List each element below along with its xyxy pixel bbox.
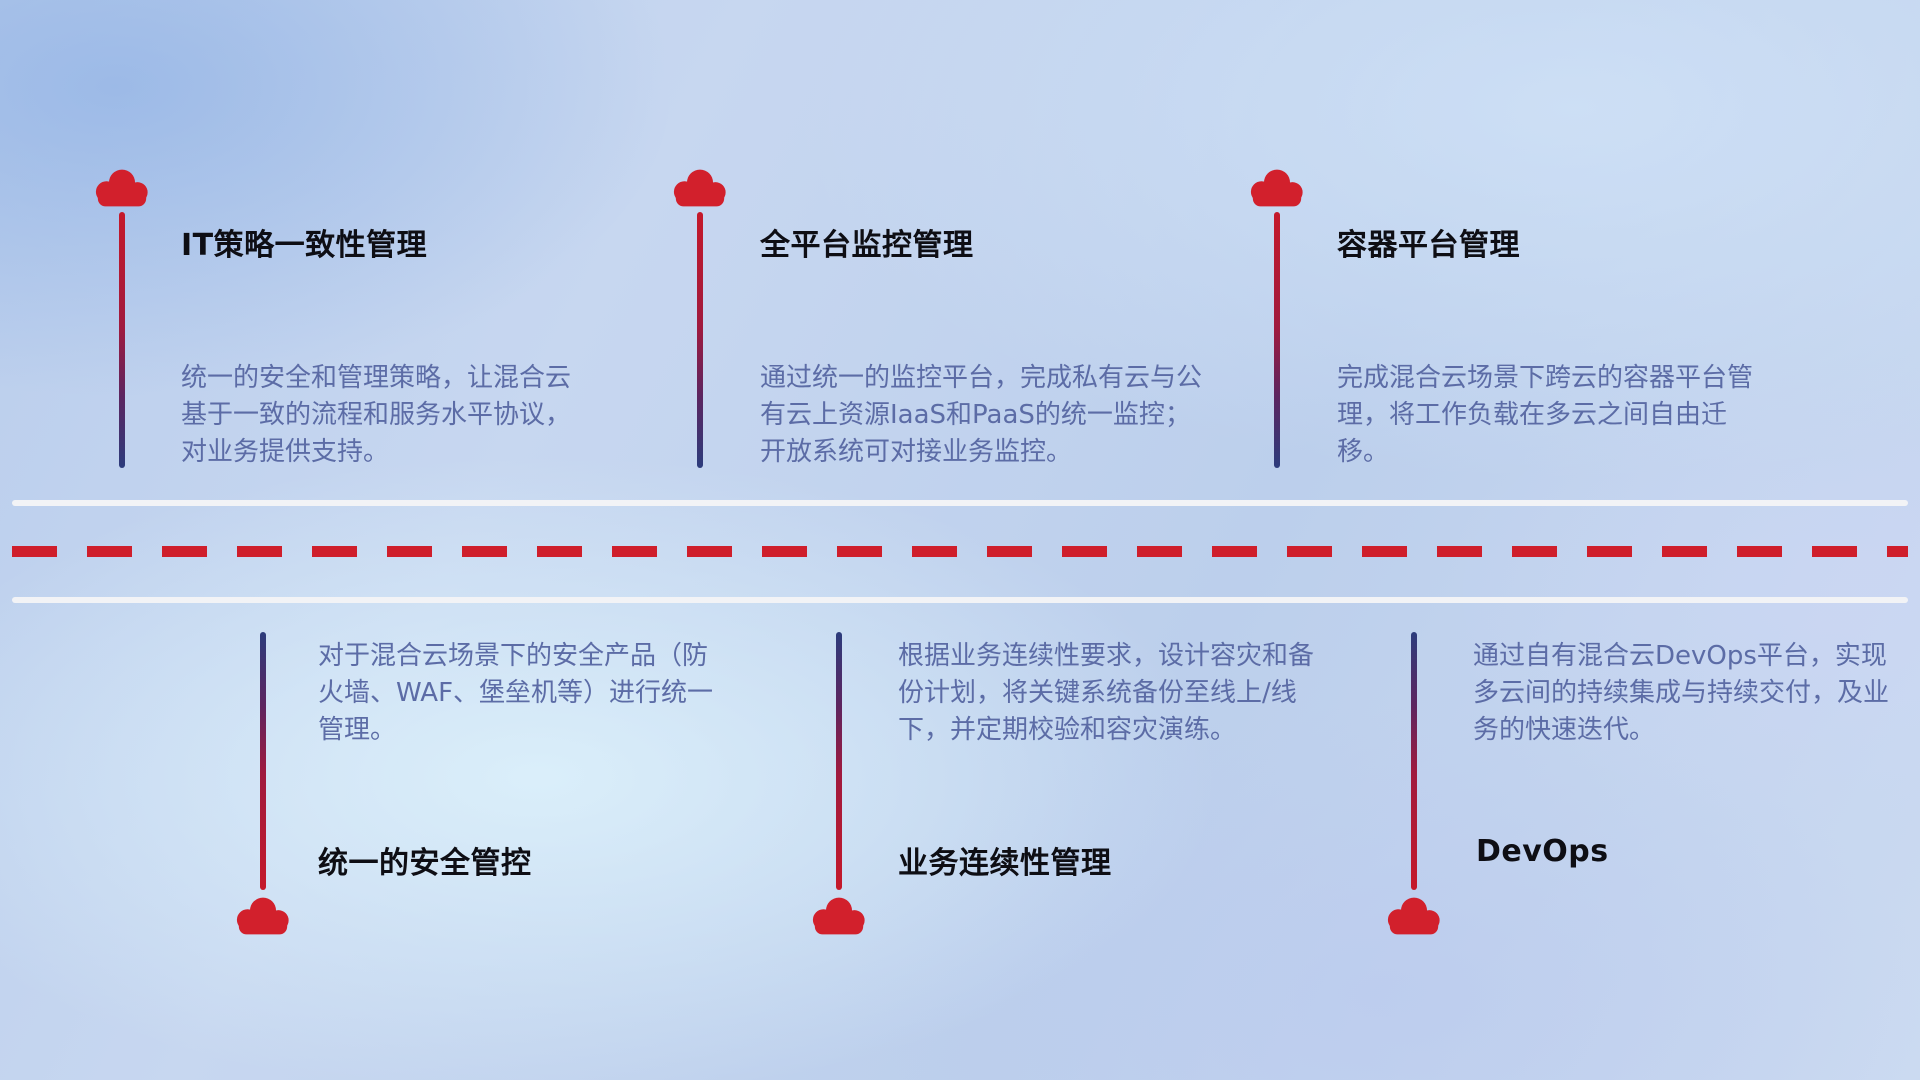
node-title: 业务连续性管理 xyxy=(898,846,1112,881)
node-description: 通过统一的监控平台，完成私有云与公有云上资源IaaS和PaaS的统一监控；开放系… xyxy=(760,363,1203,467)
cloud-icon xyxy=(1387,897,1440,935)
node-description: 对于混合云场景下的安全产品（防火墙、WAF、堡垒机等）进行统一管理。 xyxy=(318,641,714,745)
cloud-icon xyxy=(95,169,148,207)
road-dash-line xyxy=(12,546,1908,557)
cloud-icon xyxy=(1250,169,1303,207)
cloud-icon xyxy=(812,897,865,935)
connector-line xyxy=(1274,212,1280,468)
node-title: 统一的安全管控 xyxy=(318,846,532,881)
connector-line xyxy=(697,212,703,468)
connector-line xyxy=(1411,632,1417,890)
node-description: 根据业务连续性要求，设计容灾和备份计划，将关键系统备份至线上/线下，并定期校验和… xyxy=(898,641,1315,745)
node-title: IT策略一致性管理 xyxy=(181,228,428,263)
cloud-icon xyxy=(236,897,289,935)
connector-line xyxy=(836,632,842,890)
cloud-icon xyxy=(673,169,726,207)
road-line-bottom xyxy=(12,597,1908,603)
connector-line xyxy=(119,212,125,468)
node-title: DevOps xyxy=(1476,834,1609,869)
node-title: 全平台监控管理 xyxy=(760,228,974,263)
node-description: 完成混合云场景下跨云的容器平台管理，将工作负载在多云之间自由迁移。 xyxy=(1337,363,1754,467)
connector-line xyxy=(260,632,266,890)
node-description: 通过自有混合云DevOps平台，实现多云间的持续集成与持续交付，及业务的快速迭代… xyxy=(1473,641,1890,745)
road-line-top xyxy=(12,500,1908,506)
node-title: 容器平台管理 xyxy=(1337,228,1520,263)
node-description: 统一的安全和管理策略，让混合云基于一致的流程和服务水平协议，对业务提供支持。 xyxy=(181,363,572,467)
